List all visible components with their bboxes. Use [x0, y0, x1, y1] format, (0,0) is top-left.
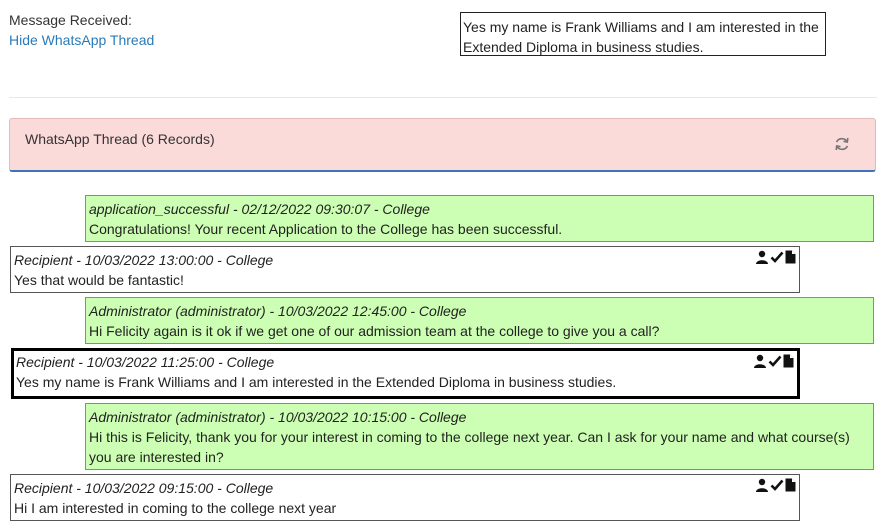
thread-message-outbound: Administrator (administrator) - 10/03/20…	[85, 403, 874, 470]
message-text: Hi Felicity again is it ok if we get one…	[89, 323, 660, 339]
message-text: Yes my name is Frank Williams and I am i…	[16, 374, 617, 390]
message-text: Hi I am interested in coming to the coll…	[14, 500, 337, 516]
message-meta: application_successful - 02/12/2022 09:3…	[89, 201, 430, 217]
file-icon[interactable]	[785, 478, 796, 492]
thread-message-outbound: application_successful - 02/12/2022 09:3…	[85, 195, 874, 242]
message-action-icons	[755, 250, 796, 264]
panel-title: WhatsApp Thread (6 Records)	[25, 131, 215, 147]
divider	[9, 97, 877, 98]
received-message-text: Yes my name is Frank Williams and I am i…	[460, 12, 826, 56]
file-icon[interactable]	[785, 250, 796, 264]
message-meta: Administrator (administrator) - 10/03/20…	[89, 303, 467, 319]
thread-message-outbound: Administrator (administrator) - 10/03/20…	[85, 297, 874, 344]
message-action-icons	[753, 354, 794, 368]
message-meta: Administrator (administrator) - 10/03/20…	[89, 409, 467, 425]
hide-whatsapp-thread-link[interactable]: Hide WhatsApp Thread	[9, 32, 155, 48]
user-icon[interactable]	[755, 250, 769, 264]
message-action-icons	[755, 478, 796, 492]
message-text: Hi this is Felicity, thank you for your …	[89, 429, 850, 465]
thread-message-inbound-selected[interactable]: Recipient - 10/03/2022 11:25:00 - Colleg…	[11, 348, 800, 399]
message-text: Congratulations! Your recent Application…	[89, 221, 563, 237]
message-meta: Recipient - 10/03/2022 13:00:00 - Colleg…	[14, 252, 274, 268]
thread-message-inbound[interactable]: Recipient - 10/03/2022 13:00:00 - Colleg…	[10, 246, 800, 293]
file-icon[interactable]	[783, 354, 794, 368]
user-icon[interactable]	[755, 478, 769, 492]
check-icon[interactable]	[770, 478, 784, 492]
check-icon[interactable]	[768, 354, 782, 368]
refresh-icon[interactable]	[833, 135, 851, 153]
message-meta: Recipient - 10/03/2022 11:25:00 - Colleg…	[16, 354, 275, 370]
thread-message-inbound[interactable]: Recipient - 10/03/2022 09:15:00 - Colleg…	[10, 474, 800, 521]
message-text: Yes that would be fantastic!	[14, 272, 184, 288]
message-meta: Recipient - 10/03/2022 09:15:00 - Colleg…	[14, 480, 274, 496]
user-icon[interactable]	[753, 354, 767, 368]
message-received-label: Message Received:	[9, 12, 132, 28]
check-icon[interactable]	[770, 250, 784, 264]
whatsapp-thread-panel: WhatsApp Thread (6 Records)	[9, 118, 876, 172]
